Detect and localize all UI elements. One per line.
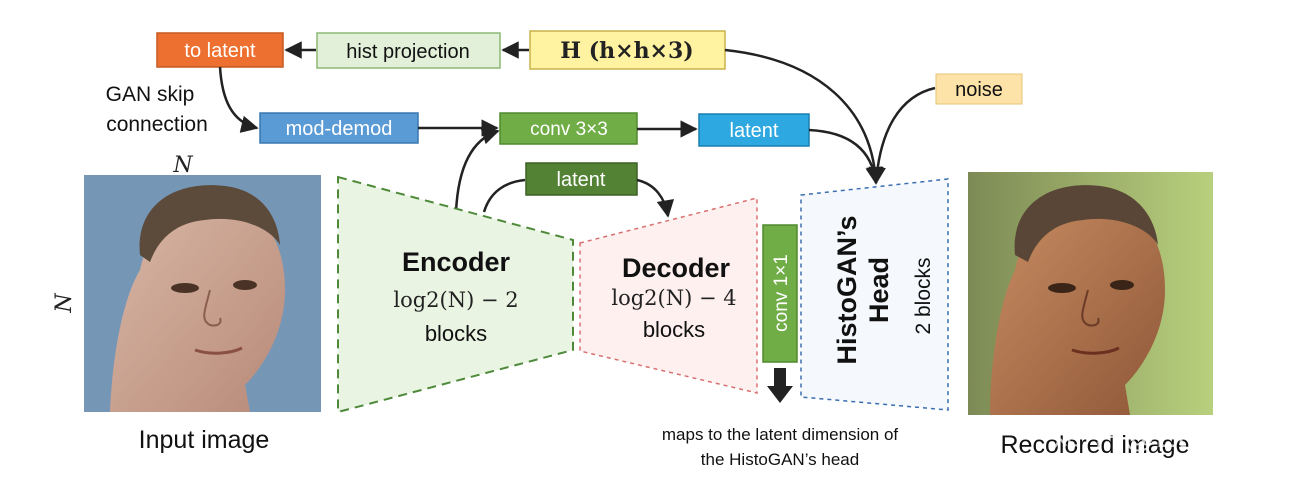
conv1-label: conv 1×1 — [771, 254, 792, 332]
head-title-line1: HistoGAN’s — [832, 215, 862, 364]
gan-skip-label-line1: GAN skip — [106, 83, 195, 106]
encoder-title: Encoder — [402, 247, 511, 277]
mod-demod-label: mod-demod — [286, 118, 393, 140]
latent-top-label: latent — [730, 120, 779, 142]
conv3-label: conv 3×3 — [530, 119, 608, 140]
hist-projection-box: hist projection — [316, 32, 501, 69]
arrow-latent-to-decoder — [636, 178, 675, 218]
conv1-box: conv 1×1 — [762, 224, 798, 363]
arrow-noise-to-head — [868, 86, 936, 185]
watermark: 知乎 @Ethan — [1050, 418, 1239, 454]
head-blocks: 2 blocks — [912, 257, 935, 334]
to-latent-label: to latent — [184, 40, 256, 62]
encoder-formula: log2(N) − 2 — [393, 288, 518, 312]
arrow-hist-to-head — [724, 48, 884, 185]
gan-skip-label-line2: connection — [106, 113, 208, 136]
mod-demod-box: mod-demod — [259, 112, 419, 144]
histogan-head-block: HistoGAN’s Head 2 blocks — [800, 178, 949, 411]
n-top-label: N — [172, 153, 193, 178]
input-caption: Input image — [139, 426, 270, 454]
n-side-label: N — [52, 293, 77, 314]
maps-note-line2: the HistoGAN’s head — [701, 450, 859, 469]
histogram-box: H (h×h×3) — [529, 30, 726, 70]
conv3-box: conv 3×3 — [499, 112, 638, 145]
latent-mid-box: latent — [525, 162, 638, 196]
encoder-block: Encoder log2(N) − 2 blocks — [337, 175, 574, 414]
encoder-blocks: blocks — [425, 321, 487, 346]
maps-note-line1: maps to the latent dimension of — [662, 425, 899, 444]
head-title-line2: Head — [864, 257, 894, 323]
latent-mid-label: latent — [557, 169, 606, 191]
noise-box: noise — [935, 73, 1023, 105]
decoder-formula: log2(N) − 4 — [611, 286, 736, 310]
decoder-block: Decoder log2(N) − 4 blocks — [579, 197, 758, 394]
to-latent-box: to latent — [156, 32, 284, 68]
output-caption: Recolored image — [1001, 431, 1190, 459]
recolored-image — [968, 172, 1213, 415]
histogram-label: H (h×h×3) — [560, 38, 693, 64]
arrow-encoder-to-conv — [454, 127, 500, 213]
noise-label: noise — [955, 79, 1003, 101]
hist-projection-label: hist projection — [346, 41, 469, 63]
decoder-blocks: blocks — [643, 317, 705, 342]
arrow-skip-connection — [218, 66, 259, 133]
down-arrow-icon — [767, 368, 793, 403]
decoder-title: Decoder — [622, 253, 731, 283]
input-image — [84, 175, 321, 412]
latent-top-box: latent — [698, 113, 810, 147]
arrow-encoder-to-latent — [482, 178, 526, 213]
